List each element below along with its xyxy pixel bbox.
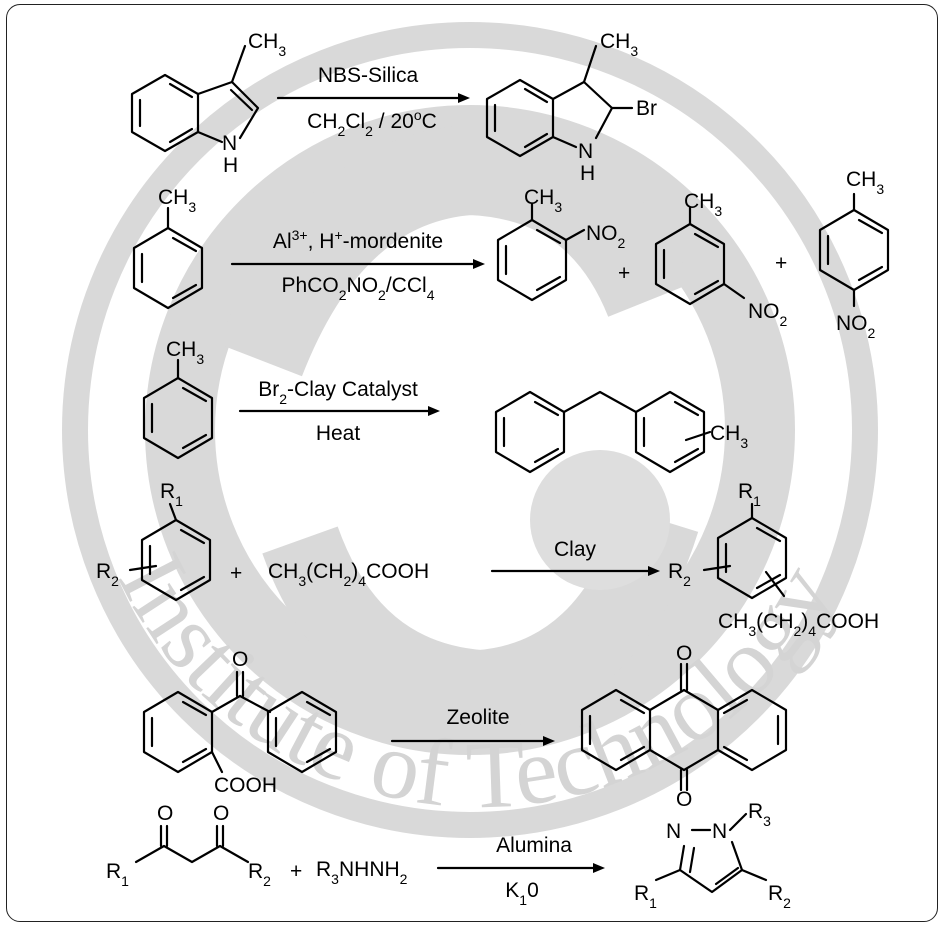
r2-reagent-bottom: PhCO2NO2/CCl4 — [282, 274, 435, 303]
reaction-1: CH3 N H NBS-Silica CH2Cl2 / 20oC CH3 Br … — [130, 30, 657, 185]
r2-reagent-top: Al3+, H+-mordenite — [273, 227, 443, 253]
product-acylated-arene — [702, 502, 788, 600]
reaction-6: O O R1 R2 + R3NHNH2 Alumina K10 N N R3 R… — [106, 800, 791, 911]
r2-product-a-label-no2: NO2 — [586, 222, 626, 251]
reactant-diketone — [134, 824, 250, 864]
r1-product-label-methyl: CH3 — [600, 30, 638, 59]
product-anthraquinone — [580, 662, 788, 792]
r6-product-label-n2: N — [712, 820, 727, 843]
r2-product-b-label-methyl: CH3 — [684, 190, 722, 219]
r6-reagent-bottom: K10 — [505, 879, 539, 908]
r1-reactant-label-h: H — [223, 154, 238, 177]
r6-product-label-r2: R2 — [768, 882, 791, 911]
product-o-nitrotoluene — [496, 202, 586, 302]
product-benzyltoluene — [494, 390, 712, 474]
reactant-toluene-2 — [142, 358, 214, 460]
r2-plus-1: + — [618, 262, 630, 285]
r4-product-label-r2: R2 — [668, 560, 691, 589]
r1-reagent-top: NBS-Silica — [318, 64, 419, 87]
r4-reactant-label-r1: R1 — [160, 480, 183, 509]
r2-product-a-label-methyl: CH3 — [524, 186, 562, 215]
r4-reactant-label-r2: R2 — [96, 560, 119, 589]
r6-reagent-top: Alumina — [496, 834, 572, 857]
r1-product-label-br: Br — [636, 97, 657, 120]
r6-reactant-label-r1: R1 — [106, 860, 129, 889]
r3-product-label-methyl: CH3 — [710, 422, 748, 451]
r6-product-label-n1: N — [666, 820, 681, 843]
r5-product-label-o-bottom: O — [676, 788, 692, 811]
watermark-inner-ring — [145, 105, 795, 755]
watermark-swirl-bottom — [262, 507, 699, 731]
r6-product-label-r1: R1 — [634, 882, 657, 911]
r3-reagent-top: Br2-Clay Catalyst — [258, 378, 418, 407]
product-m-nitrotoluene — [654, 206, 746, 306]
product-bromoindoline — [485, 44, 634, 158]
r1-product-label-n: N — [578, 140, 593, 163]
product-pyrazole — [654, 812, 768, 894]
r2-reactant-label-methyl: CH3 — [158, 186, 196, 215]
r4-product-label-r1: R1 — [738, 480, 761, 509]
r1-reactant-label-n: N — [222, 132, 237, 155]
reaction-5: O COOH Zeolite O O — [142, 642, 788, 811]
r2-product-b-label-no2: NO2 — [748, 300, 788, 329]
r3-reactant-label-methyl: CH3 — [166, 338, 204, 367]
product-p-nitrotoluene — [818, 192, 890, 308]
reaction-3: CH3 Br2-Clay Catalyst Heat CH3 — [142, 338, 748, 474]
watermark-dot — [530, 450, 670, 590]
reactant-substituted-benzene — [128, 502, 212, 602]
r5-reactant-label-o: O — [232, 648, 248, 671]
watermark-swirl-top — [218, 124, 692, 377]
r2-plus-2: + — [775, 252, 787, 275]
reaction-4: R1 R2 + CH3(CH2)4COOH Clay R1 R2 CH3(CH2… — [96, 480, 879, 639]
r6-product-label-r3: R3 — [748, 800, 771, 829]
r6-plus: + — [290, 860, 302, 883]
r4-product-label-acyl: CH3(CH2)4COOH — [718, 610, 879, 639]
r3-reagent-bottom: Heat — [316, 422, 361, 445]
reaction-2: CH3 Al3+, H+-mordenite PhCO2NO2/CCl4 CH3… — [132, 168, 890, 341]
r1-reactant-label-methyl: CH3 — [248, 30, 286, 59]
r6-reactant-label-o2: O — [213, 802, 229, 825]
r1-product-label-h: H — [580, 162, 595, 185]
r2-product-c-label-no2: NO2 — [836, 312, 876, 341]
r1-reagent-bottom: CH2Cl2 / 20oC — [307, 107, 437, 139]
reactant-toluene-1 — [132, 206, 204, 310]
r5-reactant-label-cooh: COOH — [214, 774, 277, 797]
r2-product-c-label-methyl: CH3 — [846, 168, 884, 197]
reactant-benzoylbenzoic-acid — [142, 670, 338, 774]
r6-reactant-label-o1: O — [157, 802, 173, 825]
r6-reactant-hydrazine: R3NHNH2 — [316, 858, 408, 887]
r5-reagent-top: Zeolite — [446, 706, 509, 729]
r4-plus: + — [230, 562, 242, 585]
r4-reagent-top: Clay — [554, 538, 597, 561]
figure-frame — [6, 4, 938, 922]
r4-reactant-acid: CH3(CH2)4COOH — [268, 560, 429, 589]
watermark-outer-ring — [62, 22, 878, 838]
r6-reactant-label-r2: R2 — [248, 860, 271, 889]
r5-product-label-o-top: O — [676, 642, 692, 665]
reactant-3-methylindole — [130, 44, 260, 153]
